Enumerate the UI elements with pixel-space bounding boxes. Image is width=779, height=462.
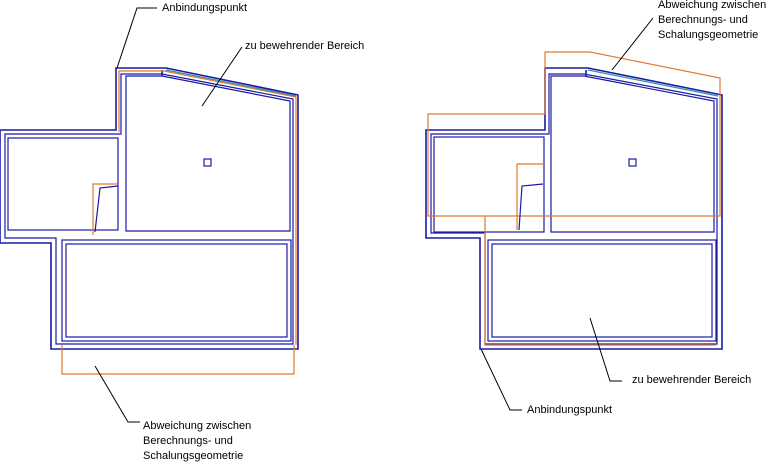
right-room-bottom bbox=[487, 239, 717, 342]
right-room-bottom-inner bbox=[491, 243, 713, 338]
right-formwork-inner-outline bbox=[430, 73, 718, 345]
right-leader-connection-point bbox=[480, 348, 522, 411]
right-calculation-outline bbox=[427, 51, 721, 217]
right-label-deviation-line-1: Abweichung zwischen bbox=[658, 0, 767, 11]
left-leader-deviation bbox=[94, 365, 140, 423]
left-label-area: zu bewehrender Bereich bbox=[245, 40, 365, 52]
right-room-top-left bbox=[433, 136, 545, 233]
left-room-bottom bbox=[61, 239, 292, 342]
left-diagram bbox=[0, 7, 299, 423]
left-room-bottom-inner bbox=[65, 243, 288, 338]
left-center-marker bbox=[203, 158, 212, 167]
left-calculation-bottom bbox=[61, 345, 295, 375]
left-formwork-inner-outline bbox=[4, 73, 294, 345]
right-calculation-step bbox=[516, 163, 545, 230]
left-label-deviation-line-2: Berechnungs- und bbox=[143, 435, 233, 447]
left-formwork-outline bbox=[0, 67, 299, 350]
right-calculation-inner bbox=[484, 216, 716, 346]
left-label-connection-point: Anbindungspunkt bbox=[162, 2, 248, 14]
right-leader-area bbox=[589, 317, 622, 382]
right-deviation-line bbox=[587, 69, 719, 97]
right-leader-deviation bbox=[611, 17, 654, 71]
left-label-deviation-line-1: Abweichung zwischen bbox=[143, 420, 252, 432]
right-label-connection-point: Anbindungspunkt bbox=[527, 404, 613, 416]
right-label-deviation: Abweichung zwischen Berechnungs- und Sch… bbox=[658, 0, 766, 43]
left-leader-connection-point bbox=[116, 7, 157, 69]
right-label-area: zu bewehrender Bereich bbox=[632, 374, 752, 386]
right-room-top-right bbox=[550, 75, 715, 233]
left-calculation-inner bbox=[92, 183, 118, 235]
left-room-top-right bbox=[125, 75, 291, 232]
right-inner-wedge bbox=[518, 183, 544, 231]
right-diagram bbox=[425, 17, 723, 411]
left-deviation-line bbox=[165, 69, 297, 97]
right-formwork-outline bbox=[425, 67, 723, 350]
left-inner-wedge bbox=[94, 185, 119, 233]
left-leader-area bbox=[201, 46, 243, 107]
right-center-marker bbox=[628, 158, 637, 167]
left-label-deviation-line-3: Schalungsgeometrie bbox=[143, 450, 244, 462]
right-label-deviation-line-3: Schalungsgeometrie bbox=[658, 29, 759, 41]
left-calculation-outline bbox=[118, 70, 297, 345]
right-label-deviation-line-2: Berechnungs- und bbox=[658, 14, 748, 26]
left-label-deviation: Abweichung zwischen Berechnungs- und Sch… bbox=[143, 419, 251, 462]
